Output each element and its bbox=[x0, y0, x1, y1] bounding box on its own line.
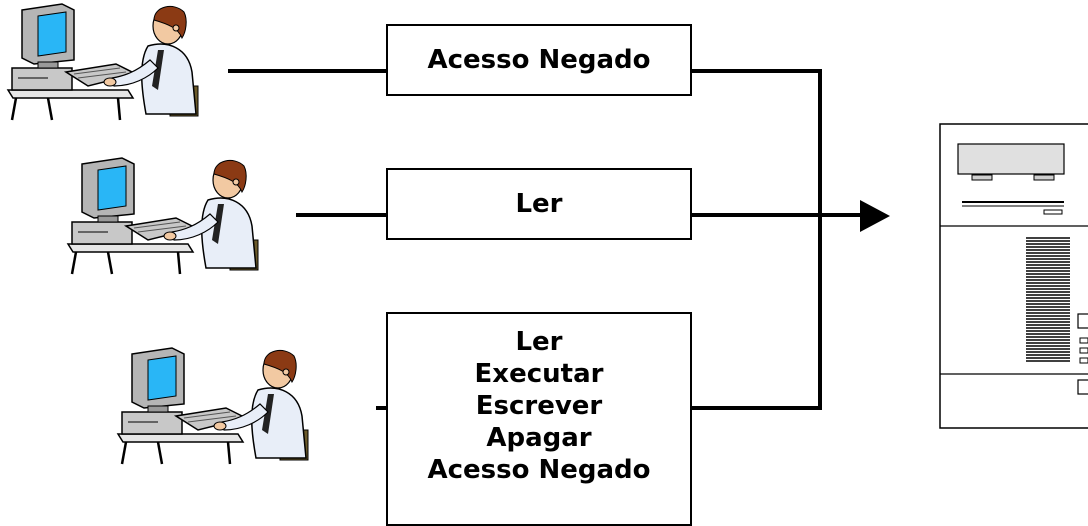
permission-label: Acesso Negado bbox=[427, 45, 651, 75]
permission-box-user2: Ler bbox=[386, 168, 692, 240]
permission-label: Ler bbox=[515, 189, 563, 219]
server-tower-icon bbox=[939, 123, 1088, 429]
arrow-right-icon bbox=[860, 200, 890, 232]
user-computer-icon bbox=[66, 156, 260, 276]
permission-label: Executar bbox=[474, 359, 604, 389]
user-computer-icon bbox=[116, 346, 310, 466]
permission-label: Apagar bbox=[486, 423, 592, 453]
permission-box-user3: Ler Executar Escrever Apagar Acesso Nega… bbox=[386, 312, 692, 526]
permission-label: Acesso Negado bbox=[427, 455, 651, 485]
permission-box-user1: Acesso Negado bbox=[386, 24, 692, 96]
permission-label: Escrever bbox=[475, 391, 603, 421]
permission-label: Ler bbox=[515, 327, 563, 357]
user-computer-icon bbox=[6, 2, 200, 122]
